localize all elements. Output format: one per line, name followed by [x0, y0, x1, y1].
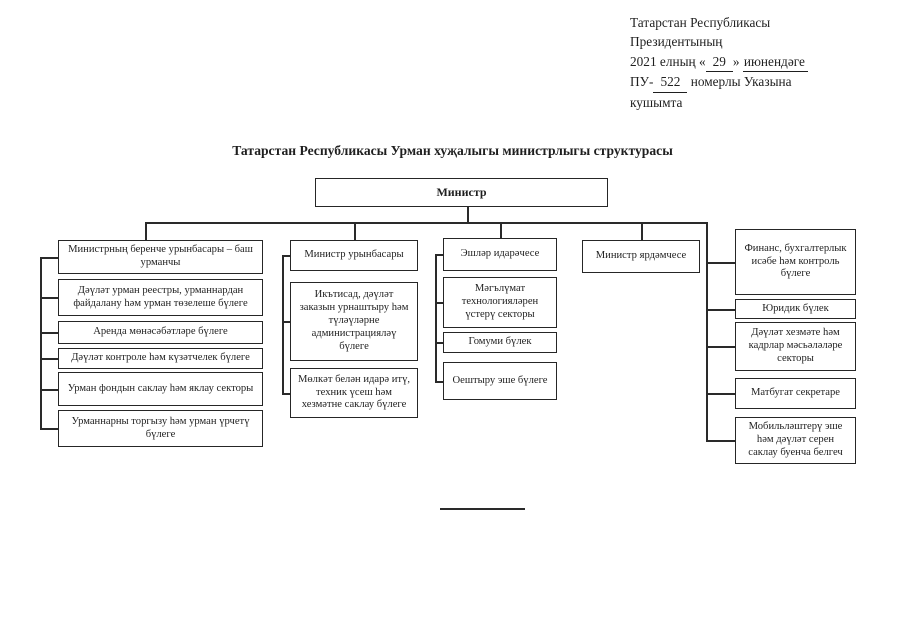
connector-line [354, 222, 356, 240]
org-box-minister: Министр [315, 178, 608, 207]
decree-note-line: кушымта [630, 94, 683, 110]
connector-line [706, 346, 735, 348]
org-box-forest-registry-dept: Дәүләт урман реестры, урманнардан файдал… [58, 279, 263, 316]
connector-line [435, 381, 443, 383]
decree-number-prefix: ПУ- [630, 74, 654, 90]
decree-note-line: Татарстан Республикасы [630, 15, 771, 30]
connector-line [435, 254, 437, 381]
connector-line [706, 262, 735, 264]
connector-line [500, 222, 502, 238]
connector-line [282, 255, 284, 393]
connector-line [435, 342, 443, 344]
connector-line [40, 257, 42, 429]
decree-number-value: 522 [653, 72, 688, 93]
decree-day-value: 29 [705, 52, 733, 73]
connector-line [282, 255, 290, 257]
org-box-press-secretary: Матбугат секретаре [735, 378, 856, 409]
org-box-it-development-sector: Мәгълүмат технологияләрен үстерү секторы [443, 277, 557, 328]
connector-line [40, 358, 58, 360]
decree-note-line: Президентының [630, 34, 723, 50]
connector-line [40, 389, 58, 391]
org-box-first-deputy: Министрның беренче урынбасары – баш урма… [58, 240, 263, 274]
connector-line [435, 254, 443, 256]
connector-line [282, 393, 290, 395]
connector-line [40, 428, 58, 430]
org-box-economics-dept: Икътисад, дәүләт заказын урнаштыру һәм т… [290, 282, 418, 361]
bottom-rule [440, 508, 525, 510]
org-box-mobilization-specialist: Мобильләштерү эше һәм дәүләт серен сакла… [735, 417, 856, 464]
org-box-organizational-work-dept: Оештыру эше бүлеге [443, 362, 557, 400]
org-box-deputy-minister: Министр урынбасары [290, 240, 418, 271]
connector-line [641, 222, 643, 240]
org-box-minister-assistant: Министр ярдәмчесе [582, 240, 700, 273]
connector-line [706, 393, 735, 395]
decree-date-mid: » [732, 53, 740, 69]
connector-line [706, 222, 708, 441]
org-box-general-dept: Гомуми бүлек [443, 332, 557, 353]
org-box-forest-fund-protection-sector: Урман фондын саклау һәм яклау секторы [58, 372, 263, 406]
connector-line [467, 207, 469, 222]
decree-note-line: 2021 елның «29» июнендәге [630, 52, 898, 73]
decree-number-suffix: номерлы Указына [690, 74, 792, 90]
decree-note-line: ПУ-522 номерлы Указына [630, 72, 898, 93]
decree-month-word: июнендәге [742, 52, 808, 73]
org-box-state-control-dept: Дәүләт контроле һәм күзәтчелек бүлеге [58, 348, 263, 369]
org-box-affairs-manager: Эшләр идарәчесе [443, 238, 557, 271]
org-box-civil-service-hr-sector: Дәүләт хезмәте һәм кадрлар мәсьәләләре с… [735, 322, 856, 371]
connector-line [145, 222, 707, 224]
org-box-lease-relations-dept: Аренда мөнәсәбәтләре бүлеге [58, 321, 263, 344]
org-box-property-management-dept: Мөлкәт белән идарә итү, техник үсеш һәм … [290, 368, 418, 418]
connector-line [706, 440, 735, 442]
connector-line [40, 257, 58, 259]
connector-line [435, 302, 443, 304]
connector-line [706, 309, 735, 311]
page-title: Татарстан Республикасы Урман хуҗалыгы ми… [232, 143, 673, 158]
org-box-reforestation-dept: Урманнарны торгызу һәм урман үрчетү бүле… [58, 410, 263, 447]
connector-line [40, 332, 58, 334]
connector-line [282, 321, 290, 323]
org-box-legal-dept: Юридик бүлек [735, 299, 856, 319]
decree-note: Татарстан Республикасы Президентының 202… [630, 13, 898, 112]
connector-line [40, 297, 58, 299]
decree-date-prefix: 2021 елның « [630, 53, 706, 69]
org-box-finance-accounting-dept: Финанс, бухгалтерлык исәбе һәм контроль … [735, 229, 856, 295]
connector-line [145, 222, 147, 240]
